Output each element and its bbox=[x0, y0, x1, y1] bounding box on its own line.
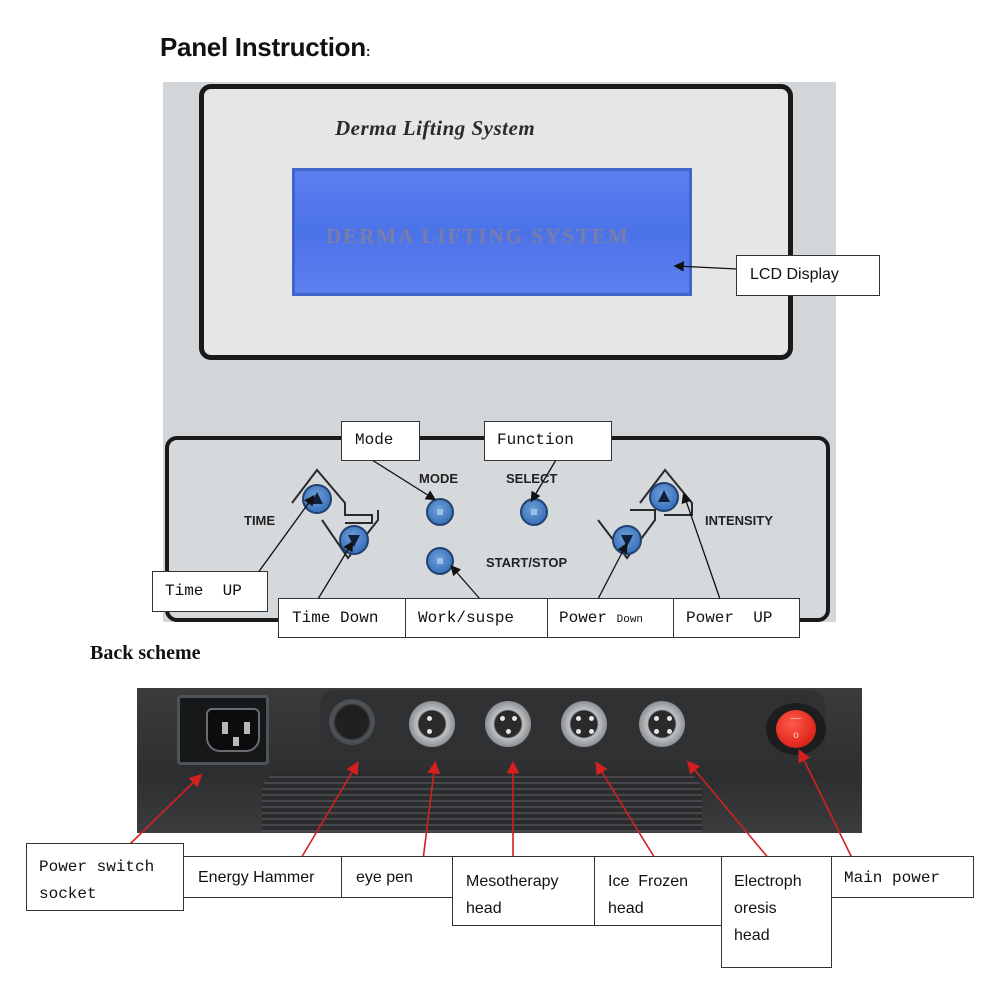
mode-button[interactable] bbox=[426, 498, 454, 526]
connector-pin bbox=[589, 716, 594, 721]
connector-pin bbox=[576, 716, 581, 721]
brand-logo-text: Derma Lifting System bbox=[335, 116, 536, 140]
page-title: Panel Instruction: bbox=[160, 32, 371, 62]
callout-function: Function bbox=[484, 421, 612, 461]
label-intensity: INTENSITY bbox=[705, 513, 773, 528]
intensity-up-button[interactable] bbox=[649, 482, 679, 512]
callout-work-suspe: Work/suspe bbox=[405, 598, 548, 638]
callout-main-power: Main power bbox=[831, 856, 974, 898]
label-mode: MODE bbox=[419, 471, 458, 486]
mesotherapy-port bbox=[485, 701, 531, 747]
connector-pin bbox=[427, 716, 432, 721]
callout-power-up: Power UP bbox=[673, 598, 800, 638]
connector-pin bbox=[506, 729, 511, 734]
label-select: SELECT bbox=[506, 471, 558, 486]
callout-mode: Mode bbox=[341, 421, 420, 461]
electrophoresis-port bbox=[639, 701, 685, 747]
lcd-display bbox=[292, 168, 692, 296]
connector-pin bbox=[589, 729, 594, 734]
square-icon bbox=[531, 509, 537, 515]
start-stop-button[interactable] bbox=[426, 547, 454, 575]
switch-on-mark: — bbox=[791, 713, 801, 724]
ice-frozen-port bbox=[561, 701, 607, 747]
callout-energy-hammer: Energy Hammer bbox=[183, 856, 342, 898]
socket-pin bbox=[222, 722, 228, 734]
socket-pin bbox=[233, 737, 239, 746]
connector-pin bbox=[654, 716, 659, 721]
connector-pin bbox=[500, 716, 505, 721]
label-time: TIME bbox=[244, 513, 276, 528]
callout-time-up: Time UP bbox=[152, 571, 268, 612]
label-start-stop: START/STOP bbox=[486, 555, 568, 570]
connector-pin bbox=[576, 729, 581, 734]
lcd-text: DERMA LIFTING SYSTEM bbox=[326, 224, 630, 248]
energy-hammer-port bbox=[329, 699, 375, 745]
arrow-up-icon bbox=[658, 490, 670, 502]
socket-pin bbox=[244, 722, 250, 734]
switch-off-mark: o bbox=[793, 730, 799, 741]
callout-time-down: Time Down bbox=[278, 598, 406, 638]
back-scheme-title: Back scheme bbox=[90, 642, 201, 664]
square-icon bbox=[437, 509, 443, 515]
connector-pin bbox=[654, 729, 659, 734]
connector-pin bbox=[667, 716, 672, 721]
connector-pin bbox=[667, 729, 672, 734]
eye-pen-port bbox=[409, 701, 455, 747]
main-power-switch[interactable] bbox=[776, 710, 816, 748]
callout-lcd-display: LCD Display bbox=[736, 255, 880, 296]
connector-pin bbox=[427, 729, 432, 734]
callout-eye-pen: eye pen bbox=[341, 856, 453, 898]
connector-pin bbox=[512, 716, 517, 721]
callout-power-down: Power Down bbox=[547, 598, 674, 638]
square-icon bbox=[437, 558, 443, 564]
